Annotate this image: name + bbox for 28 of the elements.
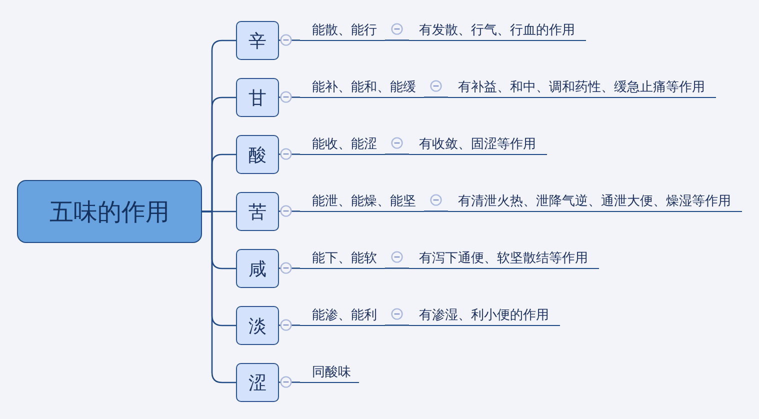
- connector-line: [424, 210, 448, 212]
- connector-line: [385, 154, 409, 155]
- topic-box: 淡: [236, 306, 279, 345]
- topic-box: 辛: [236, 21, 279, 60]
- branch-label: 能散、能行: [300, 22, 385, 41]
- branch-label: 能收、能涩: [300, 136, 385, 155]
- branch-label: 有清泄火热、泄降气逆、通泄大便、燥湿等作用: [448, 193, 742, 212]
- connector-line: [385, 324, 409, 326]
- connector-line: [424, 96, 448, 98]
- branch-label: 有渗湿、利小便的作用: [409, 307, 560, 326]
- connector-line: [202, 210, 236, 384]
- connector-line: [385, 268, 409, 269]
- branch-label: 有补益、和中、调和药性、缓急止痛等作用: [448, 79, 716, 98]
- branch-label: 能下、能软: [300, 250, 385, 269]
- topic-box: 苦: [236, 192, 279, 231]
- topic-box: 酸: [236, 135, 279, 174]
- branch-label: 有泻下通便、软坚散结等作用: [409, 250, 599, 269]
- branch-label: 能泄、能燥、能坚: [300, 193, 424, 212]
- branch-label: 能渗、能利: [300, 307, 385, 326]
- branch-label: 能补、能和、能缓: [300, 79, 424, 98]
- topic-box: 涩: [236, 363, 279, 402]
- topic-box: 甘: [236, 78, 279, 117]
- topic-box: 咸: [236, 249, 279, 288]
- root-topic-box: 五味的作用: [17, 180, 202, 243]
- connector-line: [385, 40, 409, 41]
- branch-label: 同酸味: [300, 364, 359, 383]
- branch-label: 有收敛、固涩等作用: [409, 136, 547, 155]
- branch-label: 有发散、行气、行血的作用: [409, 22, 586, 41]
